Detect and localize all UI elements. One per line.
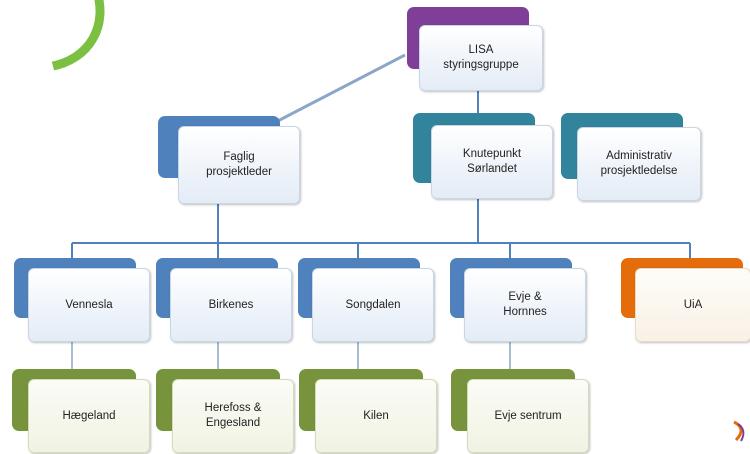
node-faglig-label: Faglig prosjektleder xyxy=(206,151,272,178)
node-evje-hornnes-label: Evje & Hornnes xyxy=(503,291,547,318)
node-herefoss-label: Herefoss & Engesland xyxy=(204,402,262,429)
node-haegeland: Hægeland xyxy=(12,369,152,453)
node-haegeland-label: Hægeland xyxy=(62,409,116,422)
node-songdalen-label: Songdalen xyxy=(345,298,401,311)
node-birkenes-label: Birkenes xyxy=(208,298,254,311)
node-knutepunkt-label: Knutepunkt Sørlandet xyxy=(462,148,522,175)
node-vennesla-label: Vennesla xyxy=(65,298,113,311)
node-kilen-label: Kilen xyxy=(363,409,389,422)
node-vennesla: Vennesla xyxy=(14,258,154,344)
node-faglig: Faglig prosjektleder xyxy=(158,116,308,206)
node-uia-label: UiA xyxy=(683,298,703,311)
node-herefoss: Herefoss & Engesland xyxy=(156,369,296,453)
node-evje-sentrum: Evje sentrum xyxy=(451,369,591,453)
node-administrativ: Administrativ prosjektledelse xyxy=(561,113,711,203)
node-evje-sentrum-label: Evje sentrum xyxy=(494,409,562,422)
connector-lisa-faglig xyxy=(269,53,406,127)
node-lisa: LISA styringsgruppe xyxy=(407,7,557,92)
node-birkenes: Birkenes xyxy=(156,258,296,344)
node-knutepunkt: Knutepunkt Sørlandet xyxy=(413,113,563,203)
node-kilen: Kilen xyxy=(299,369,439,453)
decorative-swirl-icon xyxy=(733,420,745,442)
node-songdalen: Songdalen xyxy=(298,258,438,344)
node-uia: UiA xyxy=(621,258,750,344)
node-evje-hornnes: Evje & Hornnes xyxy=(450,258,590,344)
node-administrativ-label: Administrativ prosjektledelse xyxy=(600,150,678,177)
node-lisa-label: LISA styringsgruppe xyxy=(443,44,519,71)
